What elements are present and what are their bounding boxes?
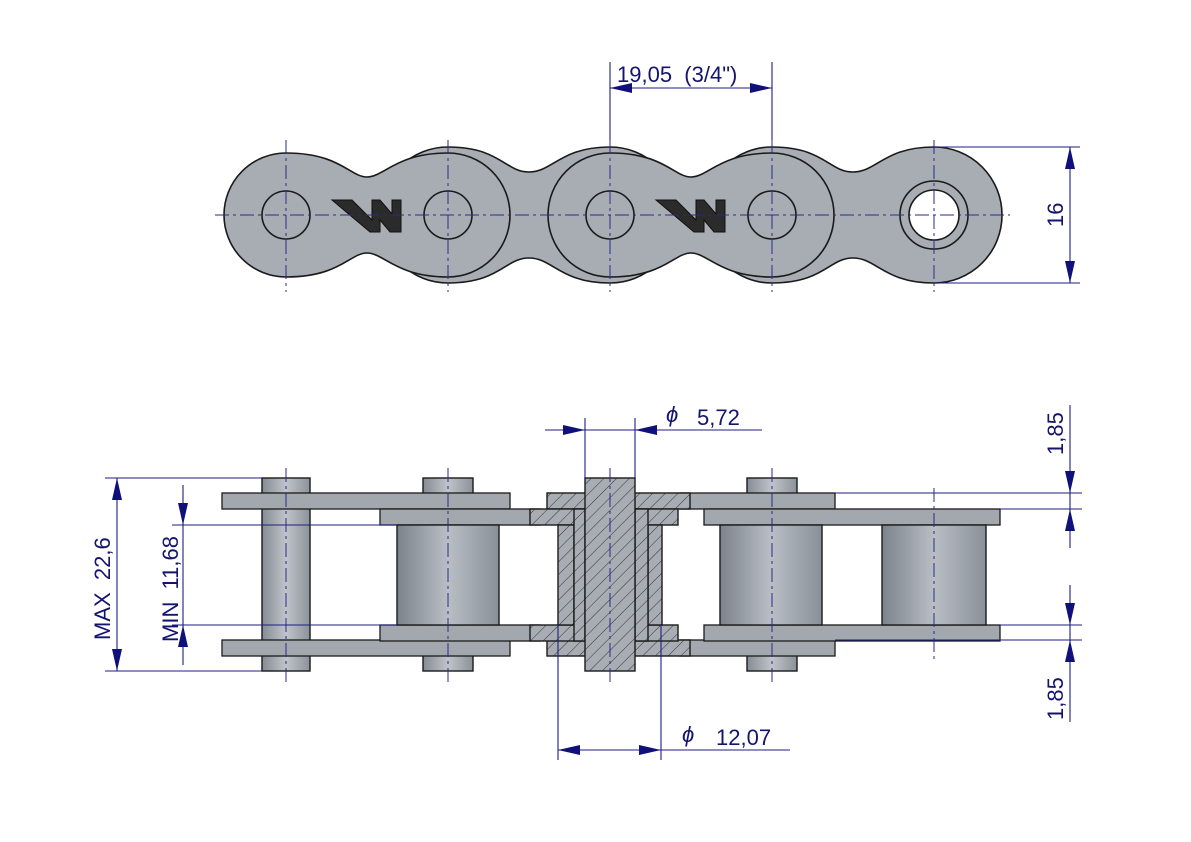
cross-section: [529, 477, 691, 672]
inner-plate: [703, 508, 1001, 526]
side-centerlines: [285, 468, 935, 682]
height-dimension: 16: [935, 146, 1080, 284]
roller: [719, 524, 823, 626]
plate-thickness-dimensions: 1,85 1,85: [835, 405, 1082, 722]
top-view: 19,05 (3/4") 16: [215, 62, 1080, 292]
inner-plate: [703, 624, 1001, 642]
pin-diameter-dimension: ϕ 5,72: [545, 402, 762, 478]
outer-plate: [221, 639, 511, 657]
pin-diameter-label: 5,72: [697, 405, 740, 430]
bushing-section: [573, 508, 586, 642]
diameter-symbol: ϕ: [682, 722, 694, 747]
min-width-dimension: MIN 11,68: [158, 485, 397, 665]
logo-w-mark: [654, 199, 726, 233]
side-view: MAX 22,6 MIN 11,68 ϕ 5,72: [90, 402, 1082, 760]
outer-plate: [679, 639, 836, 657]
roller-section: [647, 524, 663, 626]
outer-plate: [679, 492, 836, 510]
max-width-label: MAX 22,6: [90, 537, 115, 640]
plate-thickness-bottom-label: 1,85: [1043, 677, 1068, 720]
min-width-label: MIN 11,68: [158, 536, 183, 642]
bushing-section: [634, 508, 649, 642]
roller-diameter-dimension: ϕ 12,07: [557, 625, 790, 760]
max-width-dimension: MAX 22,6: [90, 477, 262, 672]
outer-plate: [221, 492, 511, 510]
centerlines: [215, 140, 1010, 292]
roller-diameter-label: 12,07: [716, 725, 771, 750]
inner-plate: [379, 508, 541, 526]
plate-thickness-top-label: 1,85: [1043, 412, 1068, 455]
roller-section: [557, 524, 575, 626]
plate-height-label: 16: [1043, 203, 1068, 227]
pitch-dimension: 19,05 (3/4"): [609, 62, 773, 140]
logo-w-mark: [330, 199, 402, 233]
logo: [330, 199, 726, 233]
pitch-label: 19,05 (3/4"): [617, 62, 737, 87]
inner-plate: [379, 624, 541, 642]
diameter-symbol: ϕ: [666, 402, 678, 427]
